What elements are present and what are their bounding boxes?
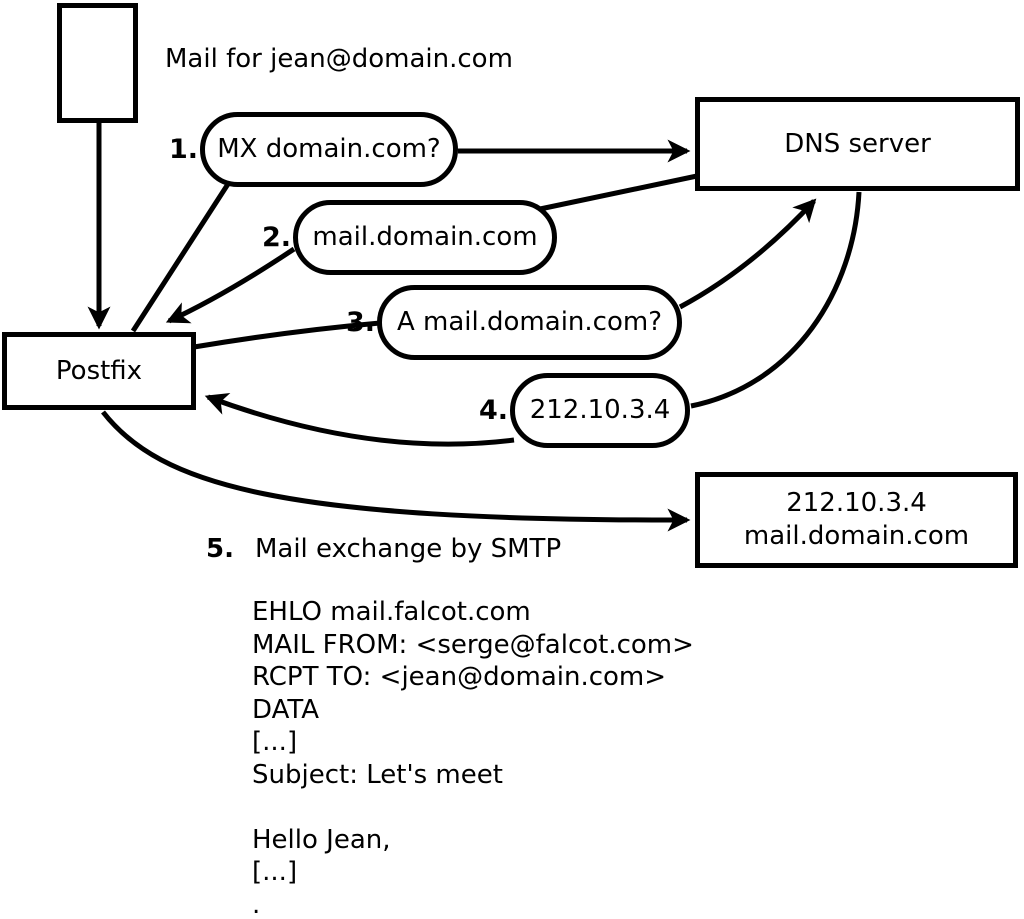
step-5-caption: 5. Mail exchange by SMTP (206, 534, 561, 564)
step-2-bubble: mail.domain.com (293, 200, 557, 275)
arrow-reply4-to-postfix (204, 393, 515, 447)
step-5-label: Mail exchange by SMTP (254, 534, 562, 564)
mail-server-hostname: mail.domain.com (743, 521, 970, 551)
step-2-number: 2. (261, 222, 291, 253)
mail-message-icon (57, 3, 138, 123)
step-3-bubble: A mail.domain.com? (377, 285, 682, 360)
arrow-query3-to-dns (678, 198, 817, 310)
line-postfix-to-query3 (193, 320, 381, 350)
line-dns-to-reply4 (690, 191, 862, 409)
dns-server-node: DNS server (695, 97, 1020, 191)
mail-server-node: 212.10.3.4 mail.domain.com (695, 472, 1018, 568)
smtp-transcript: EHLO mail.falcot.com MAIL FROM: <serge@f… (252, 597, 694, 919)
step-4-number: 4. (478, 395, 508, 426)
step-1-bubble: MX domain.com? (200, 112, 458, 187)
arrow-postfix-to-mailserver (101, 410, 691, 532)
step-5-number: 5. (206, 534, 234, 564)
diagram-title: Mail for jean@domain.com (165, 44, 513, 74)
step-3-number: 3. (345, 307, 375, 338)
mail-server-ip: 212.10.3.4 (786, 488, 927, 518)
line-dns-to-reply2 (539, 173, 698, 212)
line-postfix-to-query1 (130, 182, 231, 333)
step-1-number: 1. (168, 134, 198, 165)
arrow-reply2-to-postfix (165, 246, 296, 324)
postfix-node: Postfix (2, 332, 196, 410)
step-4-bubble: 212.10.3.4 (510, 373, 690, 448)
